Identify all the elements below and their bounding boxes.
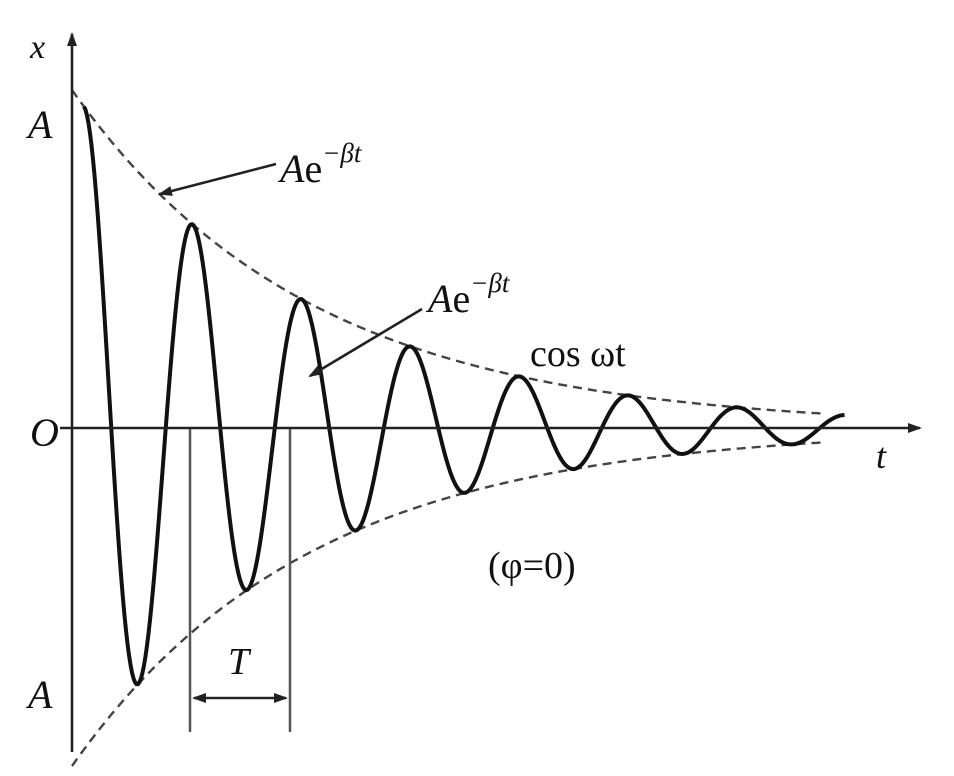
t-axis-label: t xyxy=(876,436,887,476)
curve-label-base: e xyxy=(452,276,470,321)
phase-note: (φ=0) xyxy=(488,545,576,587)
envelope-label-coef: A xyxy=(277,146,305,191)
envelope-pointer-arrow xyxy=(158,162,277,196)
curve-pointer-arrow xyxy=(308,307,423,378)
amplitude-bottom-label: A xyxy=(25,672,53,717)
y-axis-label: x xyxy=(29,29,45,66)
damped-oscillation-curve xyxy=(82,105,845,687)
period-label: T xyxy=(228,641,252,683)
envelope-label: Ae−βt xyxy=(277,138,363,191)
amplitude-top-label: A xyxy=(25,102,53,147)
curve-label-coef: A xyxy=(425,276,453,321)
envelope-label-exponent: −βt xyxy=(322,138,363,168)
upper-envelope-curve xyxy=(71,89,826,415)
curve-label-cos: cos ωt xyxy=(530,333,626,375)
origin-label: O xyxy=(30,410,59,455)
lower-envelope-curve xyxy=(71,441,826,767)
curve-label: Ae−βt xyxy=(425,268,511,321)
curve-label-exponent: −βt xyxy=(470,268,511,298)
envelope-label-base: e xyxy=(304,146,322,191)
